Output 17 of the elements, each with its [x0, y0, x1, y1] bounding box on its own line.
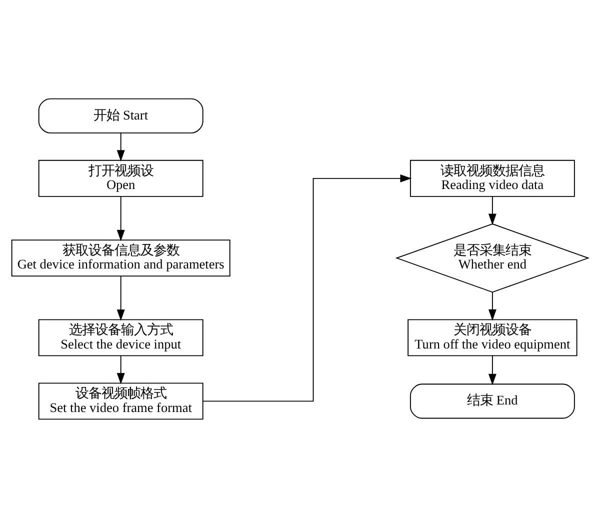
- arrow: [488, 196, 496, 226]
- arrow: [116, 276, 125, 321]
- arrow: [488, 355, 496, 386]
- node-box: 开始 Start: [38, 98, 204, 134]
- node-box: 设备视频帧格式 Set the video frame format: [38, 382, 204, 420]
- arrow: [116, 132, 125, 162]
- node-box: 关闭视频设备 Turn off the video equipment: [408, 319, 578, 356]
- arrow: [116, 196, 125, 242]
- arrow: [488, 292, 496, 321]
- node-box: 读取视频数据信息 Reading video data: [410, 160, 575, 197]
- arrow: [202, 174, 412, 402]
- node-diamond: 是否采集结束 Whether end: [395, 223, 590, 293]
- node-box: 打开视频设 Open: [38, 160, 204, 197]
- node-box: 结束 End: [410, 384, 575, 419]
- node-box: 选择设备输入方式 Select the device input: [38, 319, 204, 356]
- arrow: [116, 355, 125, 384]
- node-box: 获取设备信息及参数 Get device information and parameters: [11, 240, 230, 277]
